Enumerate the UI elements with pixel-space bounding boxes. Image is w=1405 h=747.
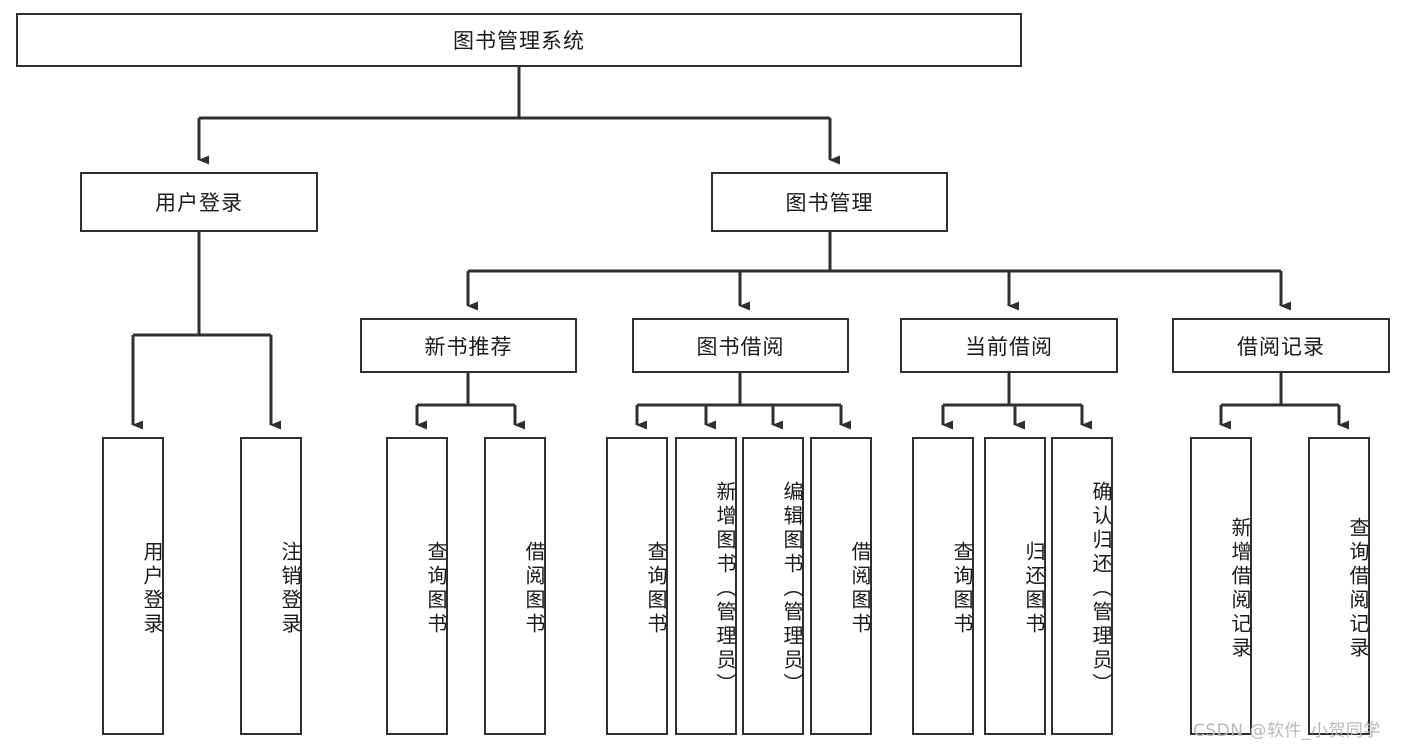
node-label: 新增图书（管理员） xyxy=(713,481,737,697)
node-label: 编辑图书（管理员） xyxy=(780,481,804,697)
node-leaf-8[interactable]: 查询图书 xyxy=(912,437,974,735)
node-label: 查询图书 xyxy=(644,541,668,637)
node-level2-1[interactable]: 图书借阅 xyxy=(632,318,849,373)
node-label: 确认归还（管理员） xyxy=(1089,481,1113,697)
edge-userlogin-to-leaves xyxy=(131,232,281,430)
node-label: 图书管理系统 xyxy=(453,29,585,53)
node-label: 归还图书 xyxy=(1022,541,1046,637)
node-root-system[interactable]: 图书管理系统 xyxy=(16,13,1022,67)
node-leaf-3[interactable]: 借阅图书 xyxy=(484,437,546,735)
node-level2-2[interactable]: 当前借阅 xyxy=(900,318,1118,373)
node-label: 查询图书 xyxy=(424,541,448,637)
node-label: 注销登录 xyxy=(278,541,302,637)
node-label: 借阅图书 xyxy=(848,541,872,637)
node-leaf-4[interactable]: 查询图书 xyxy=(606,437,668,735)
edge-root-to-level1 xyxy=(197,67,840,165)
node-leaf-11[interactable]: 新增借阅记录 xyxy=(1190,437,1252,735)
node-label: 新增借阅记录 xyxy=(1228,517,1252,661)
node-label: 借阅图书 xyxy=(522,541,546,637)
node-label: 图书管理 xyxy=(785,191,874,215)
node-leaf-9[interactable]: 归还图书 xyxy=(984,437,1046,735)
node-leaf-2[interactable]: 查询图书 xyxy=(386,437,448,735)
edge-borrow-to-leaves xyxy=(635,373,851,430)
node-level2-3[interactable]: 借阅记录 xyxy=(1172,318,1390,373)
edge-newbook-to-leaves xyxy=(415,373,525,430)
node-leaf-6[interactable]: 编辑图书（管理员） xyxy=(742,437,804,735)
node-leaf-1[interactable]: 注销登录 xyxy=(240,437,302,735)
node-leaf-5[interactable]: 新增图书（管理员） xyxy=(675,437,737,735)
node-leaf-0[interactable]: 用户登录 xyxy=(102,437,164,735)
edge-record-to-leaves xyxy=(1219,373,1349,430)
node-label: 图书借阅 xyxy=(696,334,785,359)
node-leaf-7[interactable]: 借阅图书 xyxy=(810,437,872,735)
node-label: 用户登录 xyxy=(140,541,164,637)
node-leaf-12[interactable]: 查询借阅记录 xyxy=(1308,437,1370,735)
node-level1-1[interactable]: 图书管理 xyxy=(711,172,948,232)
node-label: 新书推荐 xyxy=(424,334,513,359)
edge-current-to-leaves xyxy=(941,373,1092,430)
edge-bookmgmt-to-level2 xyxy=(466,232,1291,311)
node-level2-0[interactable]: 新书推荐 xyxy=(360,318,577,373)
node-label: 用户登录 xyxy=(155,191,243,215)
node-label: 借阅记录 xyxy=(1237,334,1325,359)
node-label: 查询借阅记录 xyxy=(1346,517,1370,661)
node-label: 当前借阅 xyxy=(965,334,1053,359)
node-label: 查询图书 xyxy=(950,541,974,637)
node-leaf-10[interactable]: 确认归还（管理员） xyxy=(1051,437,1113,735)
node-level1-0[interactable]: 用户登录 xyxy=(80,172,318,232)
